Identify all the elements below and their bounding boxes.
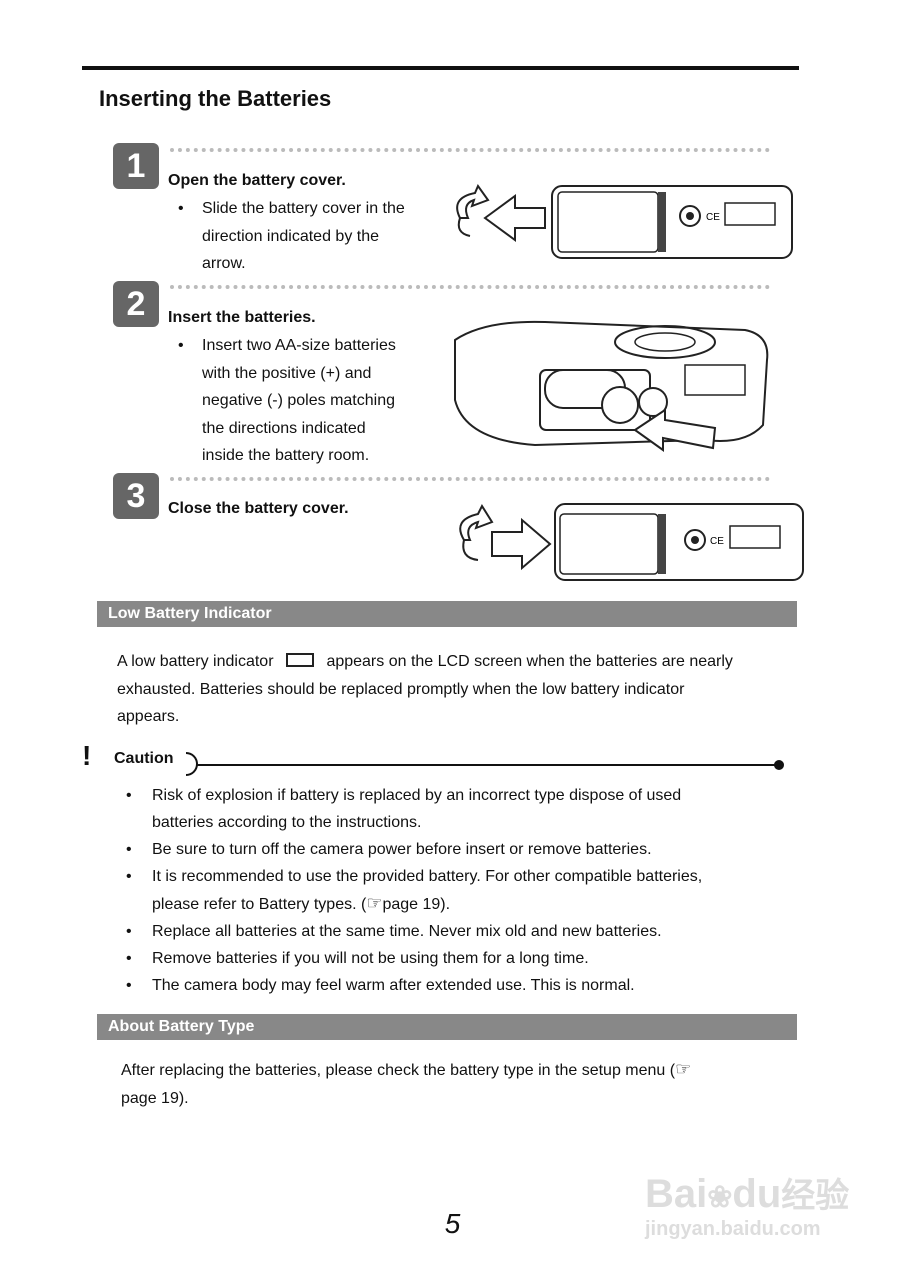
caution-item-4: • Replace all batteries at the same time… — [126, 918, 792, 945]
svg-text:CE: CE — [710, 536, 724, 547]
svg-text:CE: CE — [706, 212, 720, 223]
step-2-line-3: negative (-) poles matching — [202, 392, 395, 409]
caution-item-1-line-1: Risk of explosion if battery is replaced… — [152, 787, 682, 804]
watermark-brand-2: du — [732, 1172, 782, 1216]
close-cover-illustration: CE — [459, 503, 804, 581]
step-1-badge: 1 — [113, 143, 159, 189]
step-3-badge: 3 — [113, 473, 159, 519]
caution-item-5: • Remove batteries if you will not be us… — [126, 945, 792, 972]
insert-batteries-illustration — [454, 320, 769, 452]
caution-item-4-line-1: Replace all batteries at the same time. … — [152, 923, 662, 940]
watermark-cn: 经验 — [781, 1177, 850, 1215]
caution-item-6-line-1: The camera body may feel warm after exte… — [152, 977, 635, 994]
battery-type-line-2: page 19). — [121, 1089, 189, 1107]
low-battery-line-3: appears. — [117, 708, 180, 725]
step-2-heading: Insert the batteries. — [168, 309, 316, 326]
caution-item-3: • It is recommended to use the provided … — [126, 863, 792, 918]
low-battery-line-1a: A low battery indicator — [117, 653, 274, 670]
step-1-bullet: • Slide the battery cover in the directi… — [178, 195, 442, 278]
watermark-brand: Bai — [645, 1172, 708, 1216]
hand-pointer-icon: ☞ — [366, 893, 383, 913]
caution-label: Caution — [114, 750, 174, 767]
caution-item-3-line-2b: page 19). — [382, 896, 451, 913]
step-1-divider — [170, 148, 770, 152]
low-battery-icon — [285, 653, 314, 667]
step-1-line-2: direction indicated by the — [202, 227, 379, 245]
caution-item-1-line-2: batteries according to the instructions. — [152, 814, 422, 831]
battery-type-section-header: About Battery Type — [97, 1014, 797, 1040]
caution-line — [196, 764, 776, 766]
step-1-line-1: Slide the battery cover in the — [202, 200, 405, 217]
low-battery-line-2: exhausted. Batteries should be replaced … — [117, 680, 685, 698]
page-number: 5 — [444, 1208, 461, 1239]
caution-item-6: • The camera body may feel warm after ex… — [126, 972, 792, 999]
watermark-logo: Bai❀du经验 — [645, 1168, 849, 1217]
step-3-divider — [170, 477, 770, 481]
caution-item-2: • Be sure to turn off the camera power b… — [126, 836, 792, 863]
caution-item-3-line-1: It is recommended to use the provided ba… — [152, 868, 703, 885]
hand-pointer-icon-2: ☞ — [675, 1059, 692, 1079]
step-1-line-3: arrow. — [202, 255, 246, 272]
low-battery-paragraph: A low battery indicator appears on the L… — [117, 648, 797, 731]
caution-exclamation-icon: ! — [82, 740, 92, 771]
step-2-bullet: • Insert two AA-size batteries with the … — [178, 332, 442, 470]
step-2-line-5: inside the battery room. — [202, 447, 370, 464]
low-battery-section-header: Low Battery Indicator — [97, 601, 797, 627]
step-2-line-1: Insert two AA-size batteries — [202, 337, 396, 354]
caution-line-end-dot — [774, 760, 784, 770]
battery-type-paragraph: After replacing the batteries, please ch… — [121, 1056, 801, 1112]
paw-icon: ❀ — [707, 1181, 733, 1214]
caution-item-2-line-1: Be sure to turn off the camera power bef… — [152, 841, 652, 858]
step-1-heading: Open the battery cover. — [168, 172, 346, 189]
step-2-line-4: the directions indicated — [202, 419, 366, 437]
step-3-heading: Close the battery cover. — [168, 500, 349, 517]
page-title: Inserting the Batteries — [99, 86, 332, 111]
step-2-badge: 2 — [113, 281, 159, 327]
caution-item-1: • Risk of explosion if battery is replac… — [126, 782, 792, 836]
step-2-divider — [170, 285, 770, 289]
watermark-url: jingyan.baidu.com — [645, 1218, 821, 1240]
battery-type-line-1: After replacing the batteries, please ch… — [121, 1062, 676, 1079]
low-battery-line-1b: appears on the LCD screen when the batte… — [326, 653, 733, 670]
step-2-line-2: with the positive (+) and — [202, 364, 372, 382]
open-cover-illustration: CE — [456, 183, 793, 259]
caution-item-3-line-2a: please refer to Battery types. ( — [152, 896, 367, 913]
caution-item-5-line-1: Remove batteries if you will not be usin… — [152, 950, 589, 967]
header-rule — [82, 66, 799, 70]
